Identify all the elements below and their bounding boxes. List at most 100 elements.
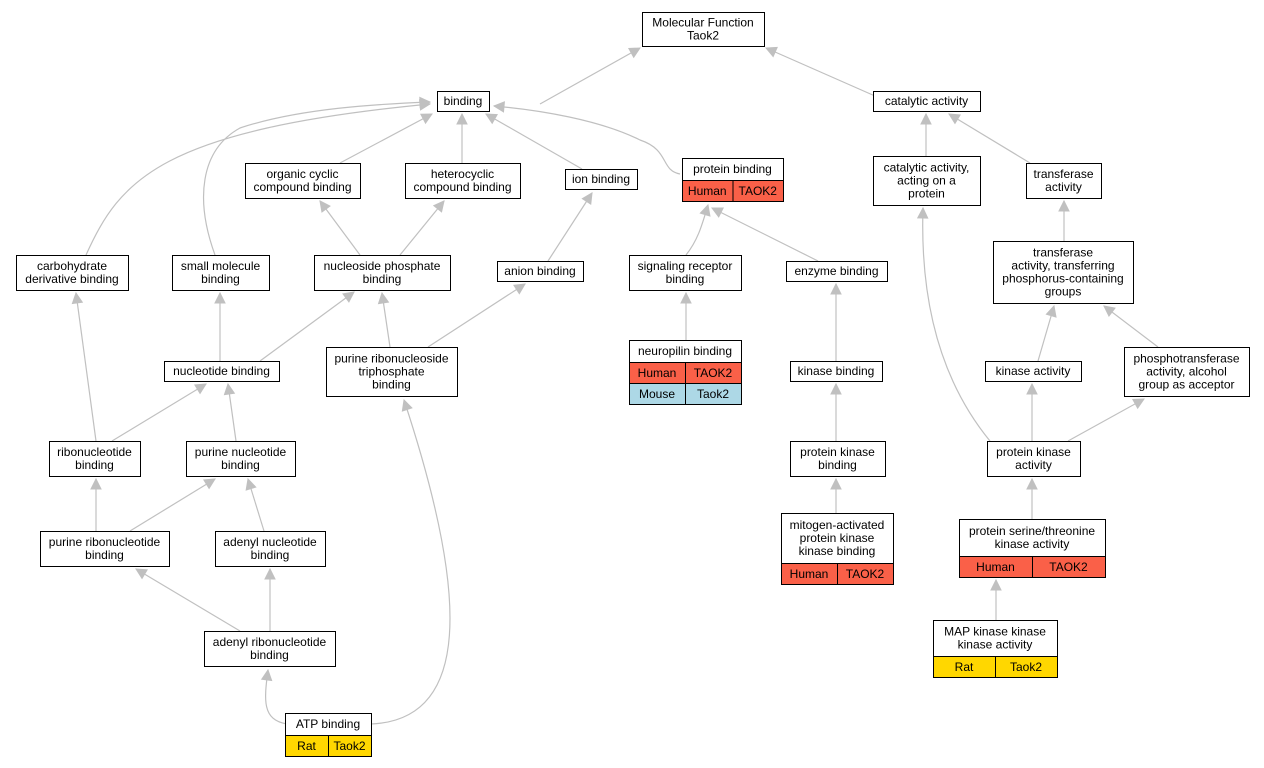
- arrowhead-21: [830, 282, 842, 295]
- node-label-line: neuropilin binding: [638, 344, 732, 358]
- node-box: [497, 261, 584, 282]
- node-label-line: enzyme binding: [794, 264, 878, 278]
- arrowhead-18: [377, 291, 390, 305]
- node-box: [629, 255, 742, 291]
- node-label-line: Molecular Function: [652, 16, 753, 30]
- node-box: [164, 361, 280, 382]
- edge-40: [370, 399, 451, 725]
- node-label-line: anion binding: [504, 264, 575, 278]
- node-label-line: binding: [444, 94, 483, 108]
- node-box: [215, 531, 326, 567]
- arrowhead-11: [319, 200, 331, 213]
- arrowhead-28: [1026, 382, 1038, 395]
- node-label-line: protein kinase: [996, 445, 1071, 459]
- node-label-line: phosphotransferase: [1133, 352, 1239, 366]
- node-label-line: binding: [85, 548, 124, 562]
- node-enzyme-binding[interactable]: enzyme binding: [786, 261, 888, 282]
- node-label-line: triphosphate: [358, 365, 424, 379]
- node-box: [1026, 163, 1102, 199]
- node-box: [16, 255, 129, 291]
- node-label-line: protein binding: [693, 162, 772, 176]
- node-box: [405, 163, 521, 199]
- gene-cell: [685, 383, 742, 405]
- node-label-line: compound binding: [413, 180, 511, 194]
- node-label-line: nucleoside phosphate: [324, 259, 441, 273]
- arrowhead-5: [492, 101, 505, 113]
- node-label-line: Taok2: [687, 29, 719, 43]
- node-label-line: binding: [372, 378, 411, 392]
- node-box: [790, 361, 883, 382]
- node-nucleotide-binding[interactable]: nucleotide binding: [164, 361, 280, 382]
- arrowhead-17: [342, 291, 355, 303]
- node-label-line: kinase binding: [799, 544, 876, 558]
- edge-5: [493, 105, 681, 175]
- arrowhead-2: [420, 113, 433, 125]
- node-binding[interactable]: binding: [437, 91, 490, 112]
- edge-layer: [71, 46, 1159, 725]
- node-label-line: group as acceptor: [1138, 378, 1234, 392]
- arrowhead-37: [264, 567, 276, 580]
- node-box: [245, 163, 361, 199]
- node-label-line: adenyl ribonucleotide: [213, 635, 327, 649]
- arrowhead-27: [830, 382, 842, 395]
- node-label-line: purine ribonucleoside: [334, 352, 448, 366]
- edge-36: [135, 568, 241, 632]
- node-ion-binding[interactable]: ion binding: [565, 169, 638, 190]
- node-label-line: small molecule: [181, 259, 261, 273]
- node-label-line: kinase activity: [958, 638, 1033, 652]
- node-kinase-activity[interactable]: kinase activity: [985, 361, 1082, 382]
- edge-24: [75, 292, 97, 442]
- arrowhead-39: [260, 668, 273, 682]
- arrowhead-7: [948, 113, 961, 125]
- edge-11: [319, 200, 361, 256]
- node-box: [786, 261, 888, 282]
- node-label-line: acting on a: [897, 174, 956, 188]
- edge-17: [259, 291, 355, 362]
- node-box: [326, 347, 458, 397]
- edge-12: [547, 192, 593, 262]
- gene-cell: [837, 563, 894, 585]
- arrowhead-25: [194, 383, 207, 395]
- node-catalytic-activity[interactable]: catalytic activity: [873, 91, 981, 112]
- node-box: [985, 361, 1082, 382]
- edge-32: [129, 478, 216, 532]
- edge-4: [485, 113, 583, 170]
- gene-label: Taok2: [697, 387, 729, 401]
- edge-19: [427, 283, 526, 348]
- node-label-line: nucleotide binding: [173, 364, 270, 378]
- node-label-line: compound binding: [253, 180, 351, 194]
- node-box: [1124, 347, 1250, 397]
- node-box: [790, 441, 886, 477]
- node-kinase-binding[interactable]: kinase binding: [790, 361, 883, 382]
- node-anion-binding[interactable]: anion binding: [497, 261, 584, 282]
- gene-cell: [1032, 556, 1106, 578]
- gene-label: Taok2: [1010, 660, 1042, 674]
- arrowhead-34: [830, 477, 842, 490]
